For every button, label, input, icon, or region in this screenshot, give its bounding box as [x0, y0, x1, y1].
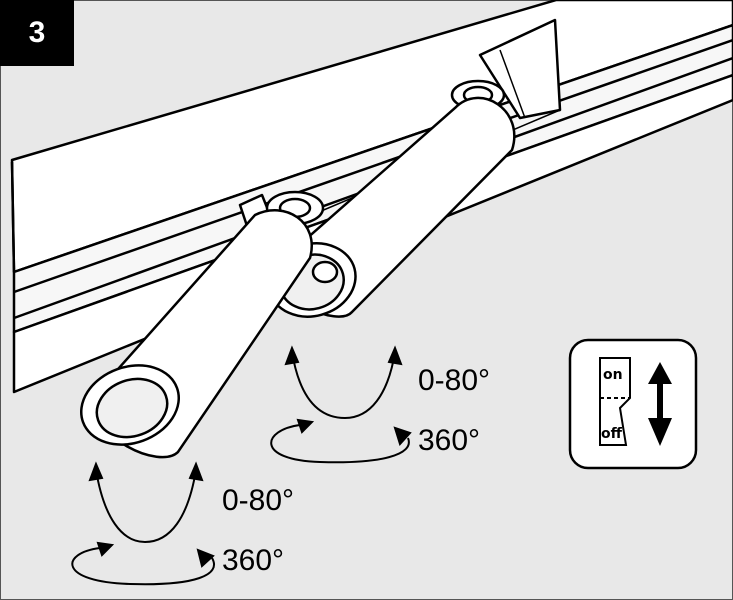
rotate-arrow-icon [270, 418, 412, 464]
double-arrow-icon [648, 362, 672, 446]
tilt-arrow-icon [284, 345, 403, 420]
step-number-badge: 3 [0, 0, 74, 66]
upper-rotate-label: 360° [418, 424, 481, 457]
lower-tilt-label: 0-80° [222, 484, 295, 517]
spotlight-lower [80, 190, 325, 459]
switch-off-label: off [601, 426, 622, 442]
upper-tilt-label: 0-80° [418, 364, 491, 397]
switch-panel [568, 338, 698, 470]
lower-rotate-label: 360° [222, 544, 285, 577]
tilt-arrow-icon [88, 461, 204, 544]
switch-on-label: on [603, 367, 623, 383]
rocker-switch-icon [599, 357, 631, 446]
rotate-arrow-icon [71, 541, 215, 586]
